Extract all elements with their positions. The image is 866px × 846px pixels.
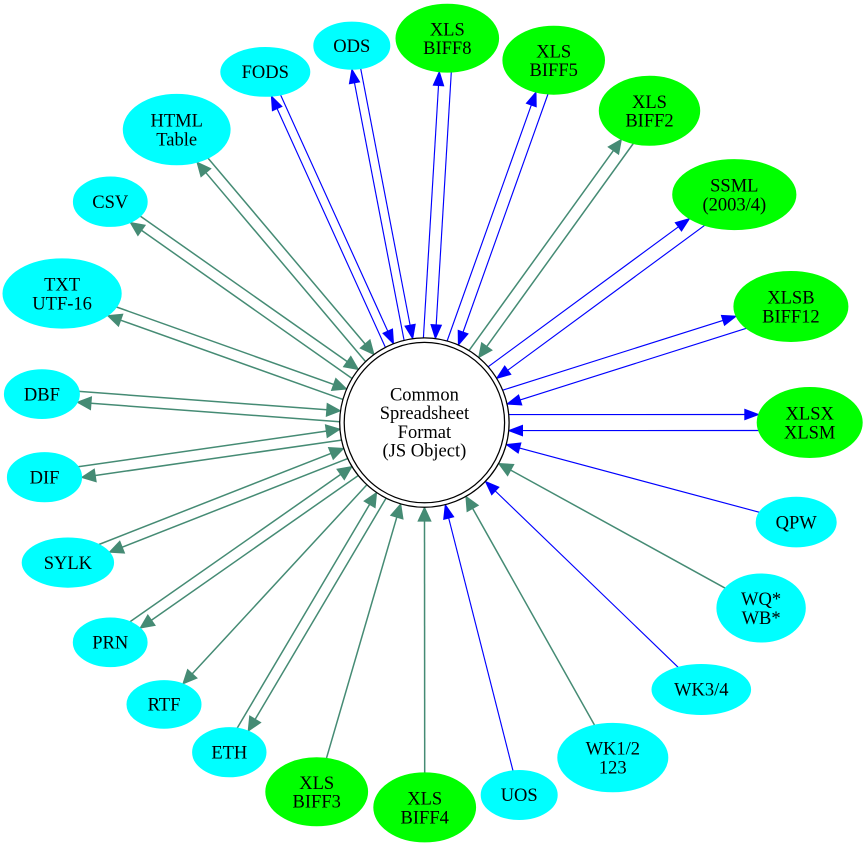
svg-text:123: 123 (599, 759, 627, 779)
svg-text:BIFF8: BIFF8 (423, 39, 471, 59)
svg-text:FODS: FODS (242, 63, 289, 83)
svg-text:HTML: HTML (150, 112, 202, 132)
svg-text:BIFF5: BIFF5 (530, 61, 578, 81)
svg-text:DIF: DIF (30, 468, 60, 488)
svg-text:XLS: XLS (430, 20, 465, 40)
svg-text:CSV: CSV (92, 193, 129, 213)
svg-text:XLS: XLS (407, 790, 442, 810)
svg-text:WK3/4: WK3/4 (674, 681, 728, 701)
svg-text:Common: Common (390, 385, 459, 405)
svg-text:SSML: SSML (710, 177, 758, 197)
svg-text:Table: Table (156, 131, 197, 151)
svg-text:Spreadsheet: Spreadsheet (380, 404, 470, 424)
svg-text:WB*: WB* (742, 609, 781, 629)
svg-text:(JS Object): (JS Object) (383, 442, 467, 462)
svg-text:WQ*: WQ* (741, 590, 781, 610)
svg-text:WK1/2: WK1/2 (586, 740, 640, 760)
svg-text:XLS: XLS (299, 774, 334, 794)
svg-text:DBF: DBF (24, 385, 60, 405)
svg-text:UTF-16: UTF-16 (32, 294, 92, 314)
svg-text:XLSM: XLSM (784, 423, 835, 443)
svg-text:ETH: ETH (211, 743, 247, 763)
svg-text:XLS: XLS (632, 93, 667, 113)
svg-text:(2003/4): (2003/4) (702, 196, 766, 216)
svg-text:TXT: TXT (44, 276, 80, 296)
svg-text:XLS: XLS (536, 42, 571, 62)
svg-text:UOS: UOS (501, 786, 538, 806)
svg-text:XLSB: XLSB (767, 289, 814, 309)
svg-text:RTF: RTF (148, 696, 181, 716)
svg-text:Format: Format (398, 423, 452, 443)
svg-text:BIFF2: BIFF2 (625, 112, 673, 132)
svg-text:ODS: ODS (333, 37, 370, 57)
svg-text:BIFF4: BIFF4 (401, 808, 449, 828)
svg-text:PRN: PRN (92, 634, 128, 654)
svg-text:QPW: QPW (776, 513, 818, 533)
svg-text:BIFF12: BIFF12 (762, 307, 820, 327)
svg-text:BIFF3: BIFF3 (293, 793, 341, 813)
svg-text:XLSX: XLSX (786, 405, 835, 425)
svg-text:SYLK: SYLK (44, 554, 93, 574)
